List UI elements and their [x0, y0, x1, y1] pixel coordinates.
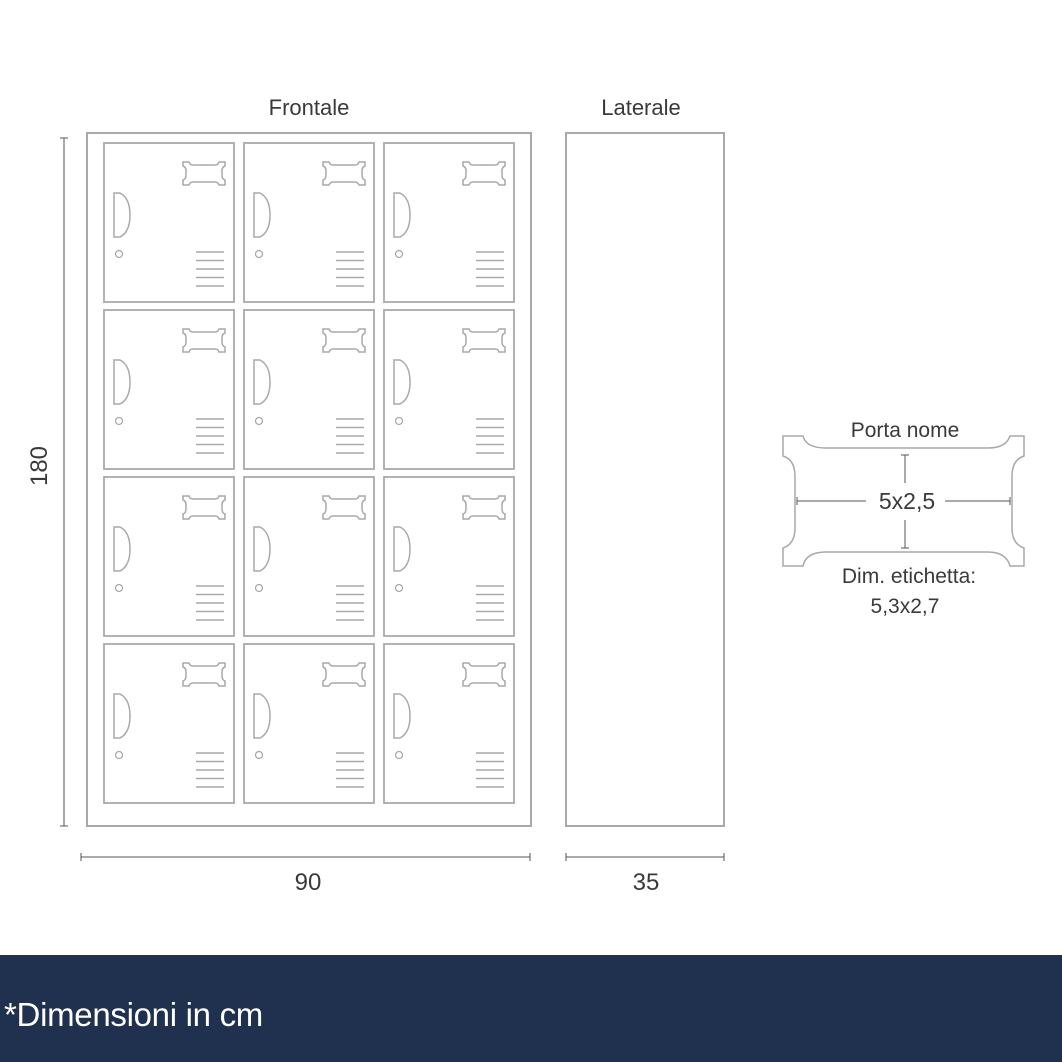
lock-icon — [254, 750, 264, 760]
door-panel — [103, 142, 235, 303]
footer-bar — [0, 955, 1062, 1062]
lock-icon — [114, 249, 124, 259]
side-cabinet-frame — [565, 132, 725, 827]
door-panel — [383, 643, 515, 804]
depth-value: 35 — [633, 869, 660, 896]
lock-icon — [394, 416, 404, 426]
side-view-label: Laterale — [601, 95, 681, 120]
name-holder-icon — [322, 328, 366, 353]
locker-door — [243, 142, 375, 303]
front-view-label: Frontale — [269, 95, 350, 120]
name-holder-icon — [182, 495, 226, 520]
lock-icon — [394, 583, 404, 593]
locker-door — [103, 309, 235, 470]
locker-door — [243, 643, 375, 804]
locker-door — [383, 309, 515, 470]
door-panel — [243, 142, 375, 303]
door-handle-icon — [113, 192, 131, 238]
lock-icon — [114, 583, 124, 593]
depth-dimension-line — [565, 853, 725, 861]
door-handle-icon — [393, 359, 411, 405]
name-holder-icon — [182, 328, 226, 353]
door-handle-icon — [113, 359, 131, 405]
lock-icon — [254, 416, 264, 426]
lock-icon — [114, 750, 124, 760]
name-holder-icon — [462, 495, 506, 520]
name-holder-icon — [462, 161, 506, 186]
name-holder-icon — [322, 662, 366, 687]
door-panel — [243, 309, 375, 470]
locker-door — [383, 476, 515, 637]
lock-icon — [114, 416, 124, 426]
lock-icon — [254, 583, 264, 593]
door-handle-icon — [253, 693, 271, 739]
name-holder-size: 5x2,5 — [879, 488, 935, 514]
locker-door — [243, 476, 375, 637]
name-holder-icon — [182, 662, 226, 687]
door-panel — [103, 476, 235, 637]
locker-door — [383, 643, 515, 804]
lock-icon — [394, 249, 404, 259]
door-handle-icon — [393, 526, 411, 572]
name-holder-icon — [182, 161, 226, 186]
locker-door — [243, 309, 375, 470]
door-panel — [103, 309, 235, 470]
door-panel — [383, 309, 515, 470]
door-panel — [243, 643, 375, 804]
name-holder-icon — [322, 495, 366, 520]
lock-icon — [394, 750, 404, 760]
name-holder-dimension-lines — [796, 454, 1011, 549]
locker-door — [103, 142, 235, 303]
name-holder-title: Porta nome — [851, 419, 960, 442]
width-dimension-line — [80, 853, 531, 861]
door-panel — [383, 142, 515, 303]
door-handle-icon — [253, 526, 271, 572]
name-holder-outline — [782, 435, 1025, 567]
door-handle-icon — [253, 359, 271, 405]
door-panel — [243, 476, 375, 637]
door-handle-icon — [113, 693, 131, 739]
width-value: 90 — [295, 869, 322, 896]
lock-icon — [254, 249, 264, 259]
door-handle-icon — [253, 192, 271, 238]
locker-dimension-diagram: Frontale Laterale 180 90 35 Porta nome — [26, 95, 1025, 896]
locker-door — [103, 476, 235, 637]
height-value: 180 — [26, 446, 53, 486]
door-panel — [383, 476, 515, 637]
label-size-value: 5,3x2,7 — [871, 595, 940, 618]
locker-doors — [103, 142, 515, 804]
name-holder-icon — [462, 662, 506, 687]
door-handle-icon — [393, 693, 411, 739]
door-panel — [103, 643, 235, 804]
units-note: *Dimensioni in cm — [4, 996, 263, 1033]
height-dimension-line — [60, 137, 68, 827]
locker-door — [103, 643, 235, 804]
label-size-caption: Dim. etichetta: — [842, 565, 976, 588]
locker-door — [383, 142, 515, 303]
name-holder-icon — [462, 328, 506, 353]
front-cabinet-frame — [86, 132, 532, 827]
door-handle-icon — [393, 192, 411, 238]
door-handle-icon — [113, 526, 131, 572]
name-holder-icon — [322, 161, 366, 186]
